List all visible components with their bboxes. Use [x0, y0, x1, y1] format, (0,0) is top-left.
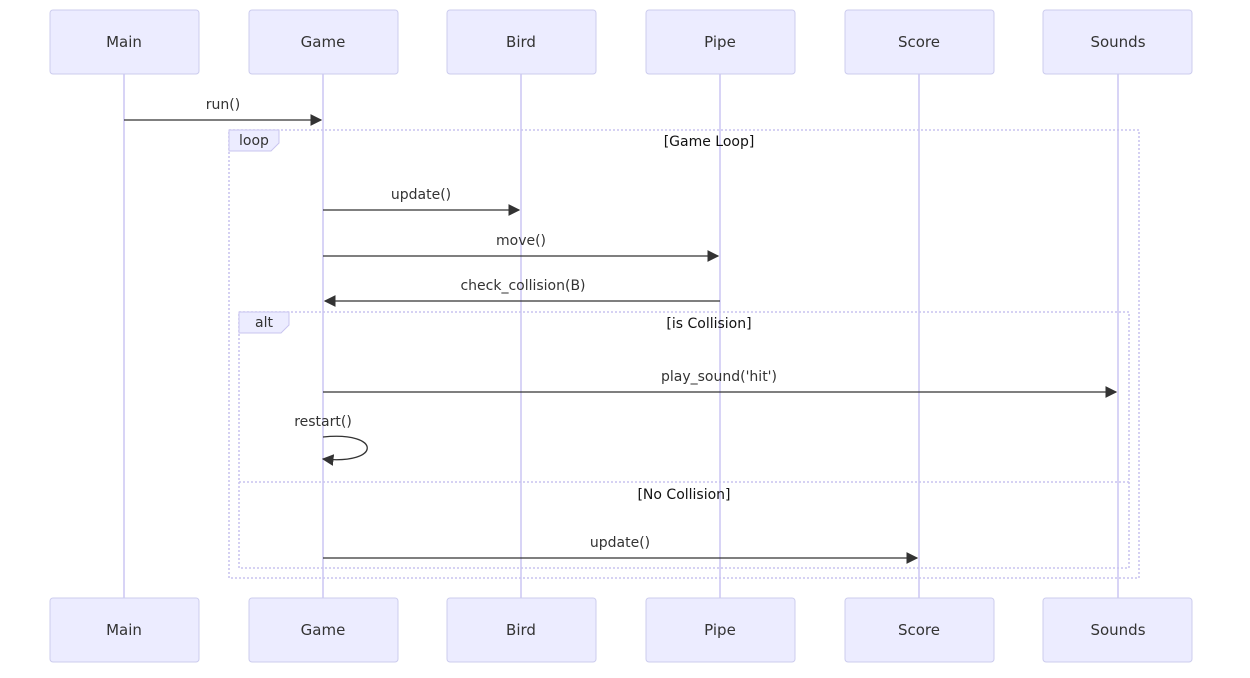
- actor-label-score-top: Score: [898, 33, 940, 51]
- actor-box-bird-top[interactable]: [446, 9, 597, 75]
- actor-box-score-top[interactable]: [844, 9, 995, 75]
- actors-top: Main Game Bird Pipe Score Sounds: [49, 9, 1193, 75]
- messages: run() update() move() check_collision(B)…: [124, 97, 1118, 564]
- alt-frame-border: [238, 311, 1130, 569]
- actor-box-bird-bottom[interactable]: [446, 597, 597, 663]
- actor-label-sounds-bottom: Sounds: [1090, 621, 1145, 639]
- actor-box-pipe-bottom[interactable]: [645, 597, 796, 663]
- actor-label-bird-top: Bird: [506, 33, 536, 51]
- lifelines: [123, 74, 1119, 598]
- message-label-restart: restart(): [294, 414, 352, 430]
- loop-frame-condition: [Game Loop]: [664, 134, 755, 150]
- actor-box-sounds-top[interactable]: [1042, 9, 1193, 75]
- actor-label-pipe-bottom: Pipe: [704, 621, 736, 639]
- message-label-bird-update: update(): [391, 187, 451, 203]
- actor-box-game-bottom[interactable]: [248, 597, 399, 663]
- alt-frame-tag: [238, 311, 290, 334]
- loop-frame-border: [228, 129, 1140, 579]
- actor-label-game-top: Game: [301, 33, 346, 51]
- message-label-check-collision: check_collision(B): [460, 278, 585, 294]
- actor-box-sounds-bottom[interactable]: [1042, 597, 1193, 663]
- alt-frame-condition: [is Collision]: [666, 316, 751, 332]
- loop-frame: loop [Game Loop]: [228, 129, 1140, 579]
- actor-label-sounds-top: Sounds: [1090, 33, 1145, 51]
- actor-box-main-top[interactable]: [49, 9, 200, 75]
- actor-label-pipe-top: Pipe: [704, 33, 736, 51]
- actors-bottom: Main Game Bird Pipe Score Sounds: [49, 597, 1193, 663]
- loop-frame-tag: [228, 129, 280, 152]
- actor-box-score-bottom[interactable]: [844, 597, 995, 663]
- message-label-play-sound: play_sound('hit'): [661, 369, 777, 385]
- alt-frame: alt [is Collision] [No Collision]: [238, 311, 1130, 569]
- actor-label-score-bottom: Score: [898, 621, 940, 639]
- actor-box-main-bottom[interactable]: [49, 597, 200, 663]
- alt-frame-else-condition: [No Collision]: [637, 487, 730, 503]
- actor-label-game-bottom: Game: [301, 621, 346, 639]
- message-arrow-restart: [321, 435, 368, 466]
- actor-box-game-top[interactable]: [248, 9, 399, 75]
- actor-label-main-bottom: Main: [106, 621, 142, 639]
- actor-label-main-top: Main: [106, 33, 142, 51]
- message-label-move: move(): [496, 233, 546, 249]
- alt-frame-tag-label: alt: [255, 315, 273, 331]
- loop-frame-tag-label: loop: [239, 133, 269, 149]
- message-label-score-update: update(): [590, 535, 650, 551]
- actor-label-bird-bottom: Bird: [506, 621, 536, 639]
- message-label-run: run(): [206, 97, 240, 113]
- actor-box-pipe-top[interactable]: [645, 9, 796, 75]
